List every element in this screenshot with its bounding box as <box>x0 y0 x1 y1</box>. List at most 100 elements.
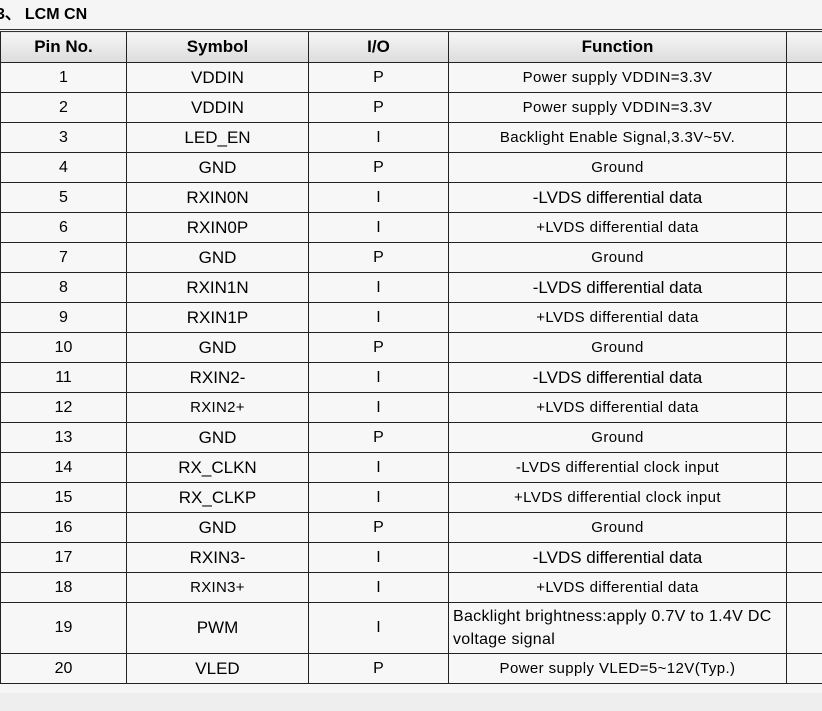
pin-number-cell: 4 <box>0 152 127 183</box>
header-pin-no: Pin No. <box>0 29 127 63</box>
section-number: 3、 <box>0 6 21 23</box>
header-io: I/O <box>308 29 449 63</box>
function-cell: Ground <box>448 422 787 453</box>
io-cell: I <box>308 302 449 333</box>
io-cell: I <box>308 122 449 153</box>
extra-cell <box>786 362 822 393</box>
page-bottom-margin <box>0 693 822 711</box>
function-cell: Ground <box>448 512 787 543</box>
pin-number-cell: 16 <box>0 512 127 543</box>
function-cell: +LVDS differential data <box>448 302 787 333</box>
pin-number-cell: 2 <box>0 92 127 123</box>
symbol-cell: VDDIN <box>126 92 309 123</box>
symbol-cell: RXIN0P <box>126 212 309 243</box>
extra-cell <box>786 452 822 483</box>
table-header-row: Pin No. Symbol I/O Function <box>0 29 822 63</box>
symbol-cell: GND <box>126 152 309 183</box>
pin-number-cell: 15 <box>0 482 127 513</box>
io-cell: I <box>308 482 449 513</box>
function-cell: Backlight Enable Signal,3.3V~5V. <box>448 122 787 153</box>
function-cell: +LVDS differential clock input <box>448 482 787 513</box>
function-cell: +LVDS differential data <box>448 392 787 423</box>
extra-cell <box>786 92 822 123</box>
io-cell: I <box>308 212 449 243</box>
function-cell: -LVDS differential data <box>448 272 787 303</box>
extra-cell <box>786 422 822 453</box>
extra-cell <box>786 512 822 543</box>
io-cell: I <box>308 182 449 213</box>
extra-cell <box>786 482 822 513</box>
extra-cell <box>786 242 822 273</box>
extra-cell <box>786 302 822 333</box>
function-cell: Ground <box>448 152 787 183</box>
io-cell: P <box>308 242 449 273</box>
extra-cell <box>786 332 822 363</box>
symbol-cell: GND <box>126 242 309 273</box>
pin-number-cell: 10 <box>0 332 127 363</box>
pin-number-cell: 13 <box>0 422 127 453</box>
extra-cell <box>786 572 822 603</box>
extra-cell <box>786 272 822 303</box>
io-cell: I <box>308 392 449 423</box>
io-cell: P <box>308 62 449 93</box>
symbol-cell: RXIN1P <box>126 302 309 333</box>
pin-number-cell: 20 <box>0 653 127 684</box>
io-cell: P <box>308 92 449 123</box>
extra-cell <box>786 392 822 423</box>
symbol-cell: GND <box>126 332 309 363</box>
io-cell: P <box>308 152 449 183</box>
symbol-cell: RXIN0N <box>126 182 309 213</box>
symbol-cell: PWM <box>126 602 309 654</box>
pin-number-cell: 8 <box>0 272 127 303</box>
header-function: Function <box>448 29 787 63</box>
function-cell: Ground <box>448 242 787 273</box>
header-symbol: Symbol <box>126 29 309 63</box>
symbol-cell: LED_EN <box>126 122 309 153</box>
io-cell: I <box>308 272 449 303</box>
pin-number-cell: 11 <box>0 362 127 393</box>
section-heading: 3、LCM CN <box>0 4 87 26</box>
io-cell: P <box>308 332 449 363</box>
extra-cell <box>786 212 822 243</box>
pin-number-cell: 18 <box>0 572 127 603</box>
symbol-cell: RX_CLKN <box>126 452 309 483</box>
extra-cell <box>786 602 822 654</box>
io-cell: I <box>308 362 449 393</box>
symbol-cell: GND <box>126 512 309 543</box>
pin-number-cell: 19 <box>0 602 127 654</box>
extra-cell <box>786 653 822 684</box>
function-cell: +LVDS differential data <box>448 212 787 243</box>
pin-number-cell: 14 <box>0 452 127 483</box>
symbol-cell: RXIN1N <box>126 272 309 303</box>
pin-number-cell: 7 <box>0 242 127 273</box>
pin-number-cell: 3 <box>0 122 127 153</box>
pin-number-cell: 12 <box>0 392 127 423</box>
function-cell: -LVDS differential data <box>448 182 787 213</box>
io-cell: I <box>308 452 449 483</box>
io-cell: P <box>308 653 449 684</box>
symbol-cell: RX_CLKP <box>126 482 309 513</box>
extra-cell <box>786 122 822 153</box>
header-extra <box>786 29 822 63</box>
symbol-cell: RXIN2+ <box>126 392 309 423</box>
pin-number-cell: 1 <box>0 62 127 93</box>
extra-cell <box>786 152 822 183</box>
extra-cell <box>786 62 822 93</box>
function-cell: -LVDS differential data <box>448 542 787 573</box>
